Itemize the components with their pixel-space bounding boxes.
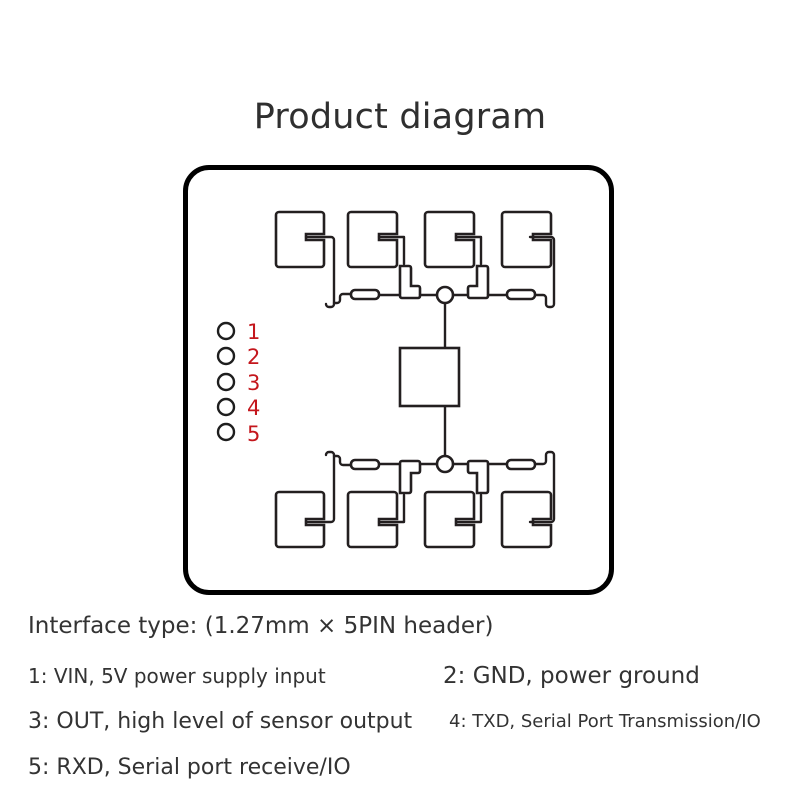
resistor-bottom-left <box>349 458 381 471</box>
trace-bottom-3 <box>454 493 483 524</box>
resistor-top-right <box>505 288 537 301</box>
bend-bottom-left <box>398 459 422 495</box>
antenna-array-top <box>274 210 556 309</box>
pin-header: 1 2 3 4 5 <box>216 320 260 446</box>
pin-label-1: 1 <box>247 320 260 344</box>
antenna-pad-bottom-2 <box>346 490 399 549</box>
trace-bottom-1 <box>304 450 336 524</box>
resistor-top-left <box>349 288 381 301</box>
trace-top-1 <box>304 235 336 309</box>
splitter-bottom <box>435 454 455 474</box>
pin-description-3: 3: OUT, high level of sensor output <box>28 709 413 734</box>
pin-label-2: 2 <box>247 345 260 369</box>
page-title: Product diagram <box>253 97 547 137</box>
pin-hole-2 <box>216 346 236 366</box>
antenna-pad-bottom-4 <box>500 490 553 549</box>
pin-description-4: 4: TXD, Serial Port Transmission/IO <box>449 711 761 732</box>
pin-hole-3 <box>216 372 236 392</box>
trace-top-2 <box>377 235 406 266</box>
interface-type-label: Interface type: (1.27mm × 5PIN header) <box>28 613 494 639</box>
antenna-pad-top-1 <box>274 210 326 269</box>
bend-top-left <box>398 264 422 300</box>
antenna-pad-bottom-3 <box>423 490 476 549</box>
antenna-array-bottom <box>274 450 556 549</box>
antenna-pad-top-4 <box>500 210 553 269</box>
pin-label-5: 5 <box>247 422 260 446</box>
bend-bottom-right <box>466 459 490 495</box>
trace-bottom-2 <box>377 493 406 524</box>
pin-description-2: 2: GND, power ground <box>443 663 700 689</box>
bend-top-right <box>466 264 490 300</box>
pin-label-3: 3 <box>247 371 260 395</box>
trace-top-1b <box>332 292 353 305</box>
antenna-pad-bottom-1 <box>274 490 326 549</box>
pin-hole-4 <box>216 397 236 417</box>
pin-hole-5 <box>216 422 236 442</box>
antenna-pad-top-3 <box>423 210 476 269</box>
splitter-top <box>435 285 455 305</box>
pin-hole-1 <box>216 321 236 341</box>
pin-description-1: 1: VIN, 5V power supply input <box>28 664 326 688</box>
pin-label-4: 4 <box>247 396 260 420</box>
trace-top-3 <box>454 235 483 266</box>
trace-bottom-1b <box>332 454 353 467</box>
trace-bottom-4b <box>528 450 556 524</box>
pin-description-5: 5: RXD, Serial port receive/IO <box>28 755 351 780</box>
trace-top-4b <box>528 235 556 309</box>
resistor-bottom-right <box>505 458 537 471</box>
antenna-pad-top-2 <box>346 210 399 269</box>
center-chip <box>398 346 461 408</box>
